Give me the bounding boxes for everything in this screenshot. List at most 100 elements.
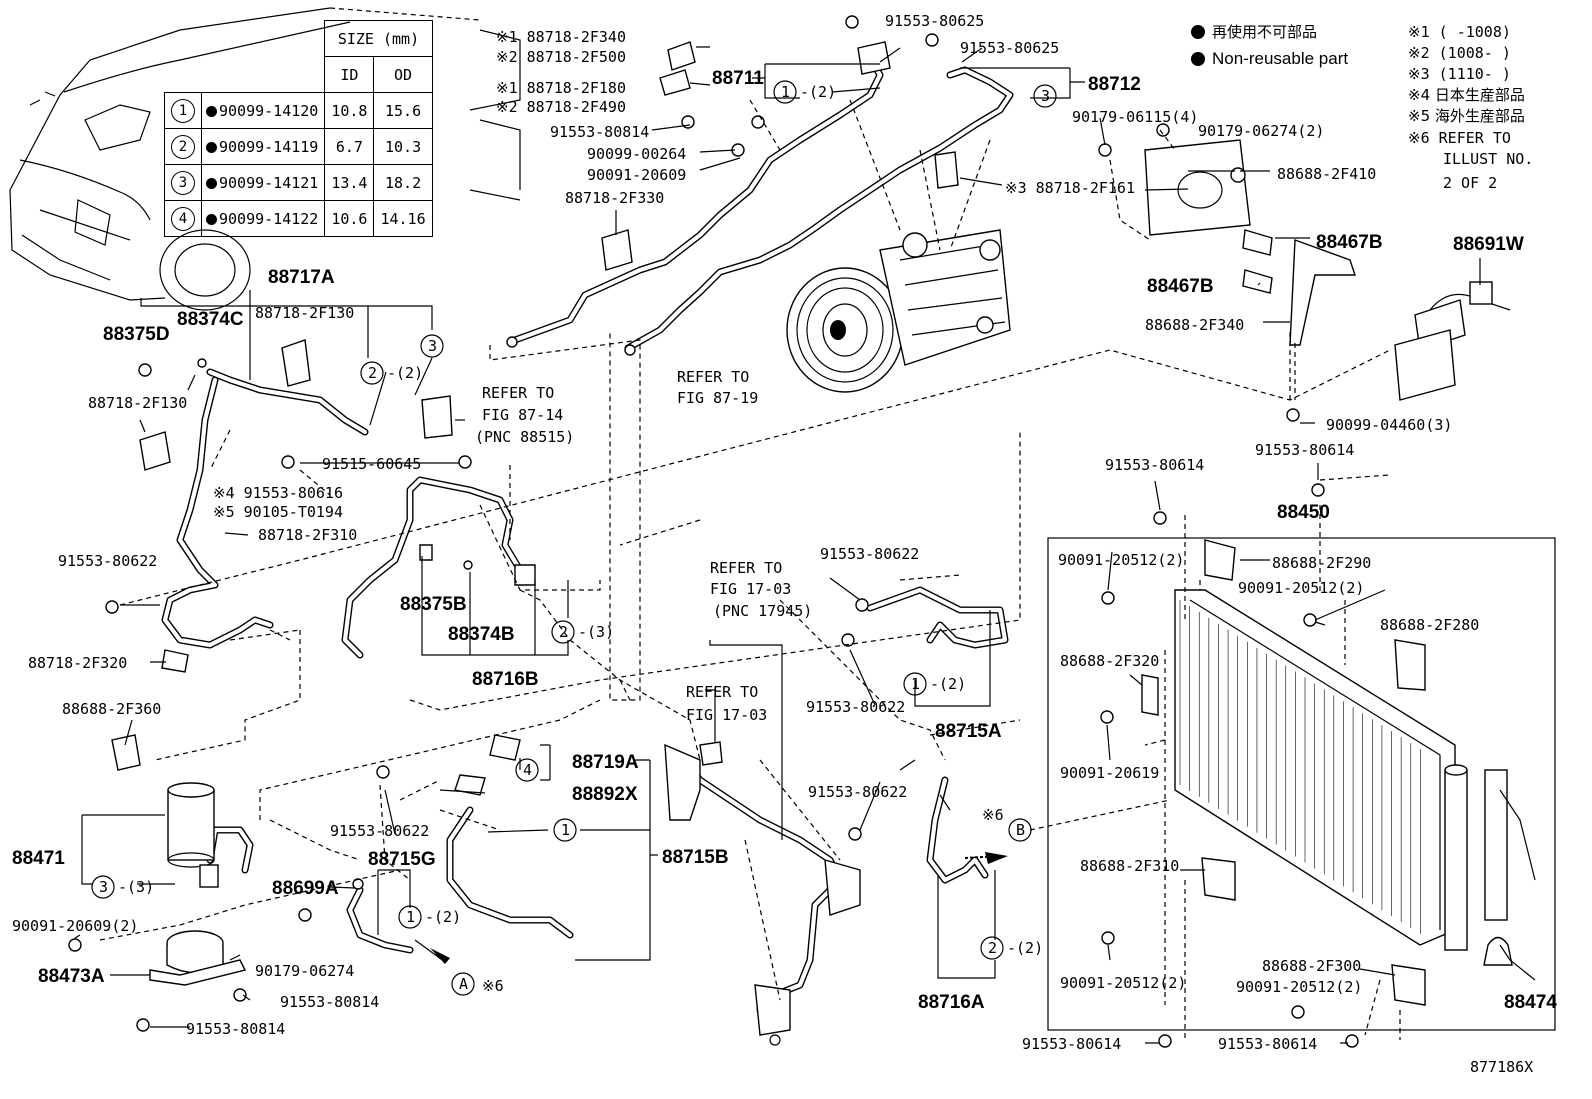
table-row: 2 90099-14119 6.7 10.3 [164, 128, 433, 165]
row-id: 10.8 [324, 92, 375, 129]
row-part: 90099-14120 [219, 101, 319, 120]
table-row: 1 90099-14120 10.8 15.6 [164, 92, 433, 129]
text-labels: 再使用不可部品 Non-reusable part ※1 ( -1008) ※2… [12, 12, 1557, 1076]
note-6: ※6 REFER TO [1408, 129, 1511, 147]
pn-41: 88688-2F300 [1262, 957, 1361, 975]
label-88716B: 88716B [472, 669, 539, 690]
compressor [786, 229, 1011, 393]
note-5: ※5 海外生産部品 [1408, 107, 1525, 125]
pn-15: 88688-2F340 [1145, 316, 1244, 334]
pn-52: 91553-80622 [808, 783, 907, 801]
pn-6: 90099-00264 [587, 145, 686, 163]
row-od: 15.6 [373, 92, 433, 129]
vehicle-outline [9, 7, 521, 311]
pn-22: ※4 91553-80616 [213, 484, 343, 502]
label-88712: 88712 [1088, 74, 1141, 95]
callout-1d-qty: -(2) [425, 908, 461, 926]
pn-33: 90091-20512(2) [1058, 551, 1184, 569]
label-88699A: 88699A [272, 878, 339, 899]
label-88715B: 88715B [662, 847, 729, 868]
callout-1-qty: -(2) [800, 83, 836, 101]
pipe-88471 [206, 826, 254, 874]
bracket-88688-2F340 [1289, 239, 1356, 346]
pn-46: 91553-80622 [806, 698, 905, 716]
pn-32: 91553-80614 [1105, 456, 1204, 474]
legend-dot-en [1191, 52, 1205, 66]
pn-8: 88718-2F330 [565, 189, 664, 207]
callout-2-qty: -(2) [387, 364, 423, 382]
row-part: 90099-14119 [219, 137, 319, 156]
label-88892X: 88892X [572, 784, 638, 805]
callout-B: B [1016, 821, 1025, 839]
pn-25: 91553-80622 [58, 552, 157, 570]
pn-31: 91553-80614 [1255, 441, 1354, 459]
pn-44: 91553-80614 [1218, 1035, 1317, 1053]
callout-3b: 3 [428, 337, 437, 355]
note-8: 2 OF 2 [1443, 174, 1497, 192]
callout-2b-qty: -(3) [578, 623, 614, 641]
callout-1b-qty: -(2) [930, 675, 966, 693]
pn-58: ※6 [982, 806, 1004, 824]
legend-dot-jp [1191, 25, 1205, 39]
pn-57: 91553-80814 [186, 1020, 285, 1038]
row-id: 10.6 [324, 200, 375, 237]
pn-3: ※1 88718-2F180 [496, 79, 626, 97]
pn-29: FIG 87-19 [677, 389, 758, 407]
pn-42: 90091-20512(2) [1236, 978, 1362, 996]
row-number: 3 [171, 170, 195, 195]
leader-lines [74, 46, 1536, 1044]
callout-1c: 1 [561, 821, 570, 839]
pn-43: 91553-80614 [1022, 1035, 1121, 1053]
table-row: 4 90099-14122 10.6 14.16 [164, 200, 433, 237]
callout-3: 3 [1041, 87, 1050, 105]
label-88374C: 88374C [177, 309, 244, 330]
discharge-hose-88712 [624, 66, 1014, 352]
pn-54: 90091-20609(2) [12, 917, 138, 935]
pn-9: 91553-80625 [885, 12, 984, 30]
receiver-88471 [167, 782, 219, 888]
callout-2c-qty: -(2) [1007, 939, 1043, 957]
label-88717A: 88717A [268, 267, 335, 288]
pn-12: 90179-06274(2) [1198, 122, 1324, 140]
callout-1d: 1 [406, 908, 415, 926]
pipe-88715G [346, 886, 414, 954]
bracket-88715B [664, 743, 861, 1046]
pn-18: REFER TO [482, 384, 554, 402]
label-88711: 88711 [712, 68, 764, 89]
pn-13: 88688-2F410 [1277, 165, 1376, 183]
pn-14: ※3 88718-2F161 [1005, 179, 1135, 197]
callout-4: 4 [523, 761, 532, 779]
suction-hose-88711 [511, 54, 884, 344]
pn-53: 91553-80622 [330, 822, 429, 840]
pn-11: 90179-06115(4) [1072, 108, 1198, 126]
label-88375B: 88375B [400, 594, 467, 615]
pipe-88716A [926, 776, 989, 884]
row-number: 1 [171, 98, 195, 123]
pn-20: (PNC 88515) [475, 428, 574, 446]
pn-47: REFER TO [710, 559, 782, 577]
pn-55: 90179-06274 [255, 962, 354, 980]
pn-51: FIG 17-03 [686, 706, 767, 724]
pn-19: FIG 87-14 [482, 406, 563, 424]
condenser-88450 [1047, 537, 1556, 1031]
pn-59: ※6 [482, 977, 504, 995]
pn-1: ※1 88718-2F340 [496, 28, 626, 46]
label-88374B: 88374B [448, 624, 515, 645]
pn-39: 88688-2F310 [1080, 857, 1179, 875]
row-part: 90099-14121 [219, 173, 319, 192]
pn-10: 91553-80625 [960, 39, 1059, 57]
pn-17: 88718-2F130 [88, 394, 187, 412]
row-od: 14.16 [373, 200, 433, 237]
pn-40: 90091-20512(2) [1060, 974, 1186, 992]
pn-30: 90099-04460(3) [1326, 416, 1452, 434]
non-reusable-dot-icon [206, 177, 217, 189]
label-88715G: 88715G [368, 849, 436, 870]
note-2: ※2 (1008- ) [1408, 44, 1511, 62]
note-1: ※1 ( -1008) [1408, 23, 1511, 41]
label-88471: 88471 [12, 848, 65, 869]
row-id: 6.7 [324, 128, 375, 165]
pn-56: 91553-80814 [280, 993, 379, 1011]
label-88719A: 88719A [572, 752, 639, 773]
pn-24: 88718-2F310 [258, 526, 357, 544]
callout-3c: 3 [99, 878, 108, 896]
